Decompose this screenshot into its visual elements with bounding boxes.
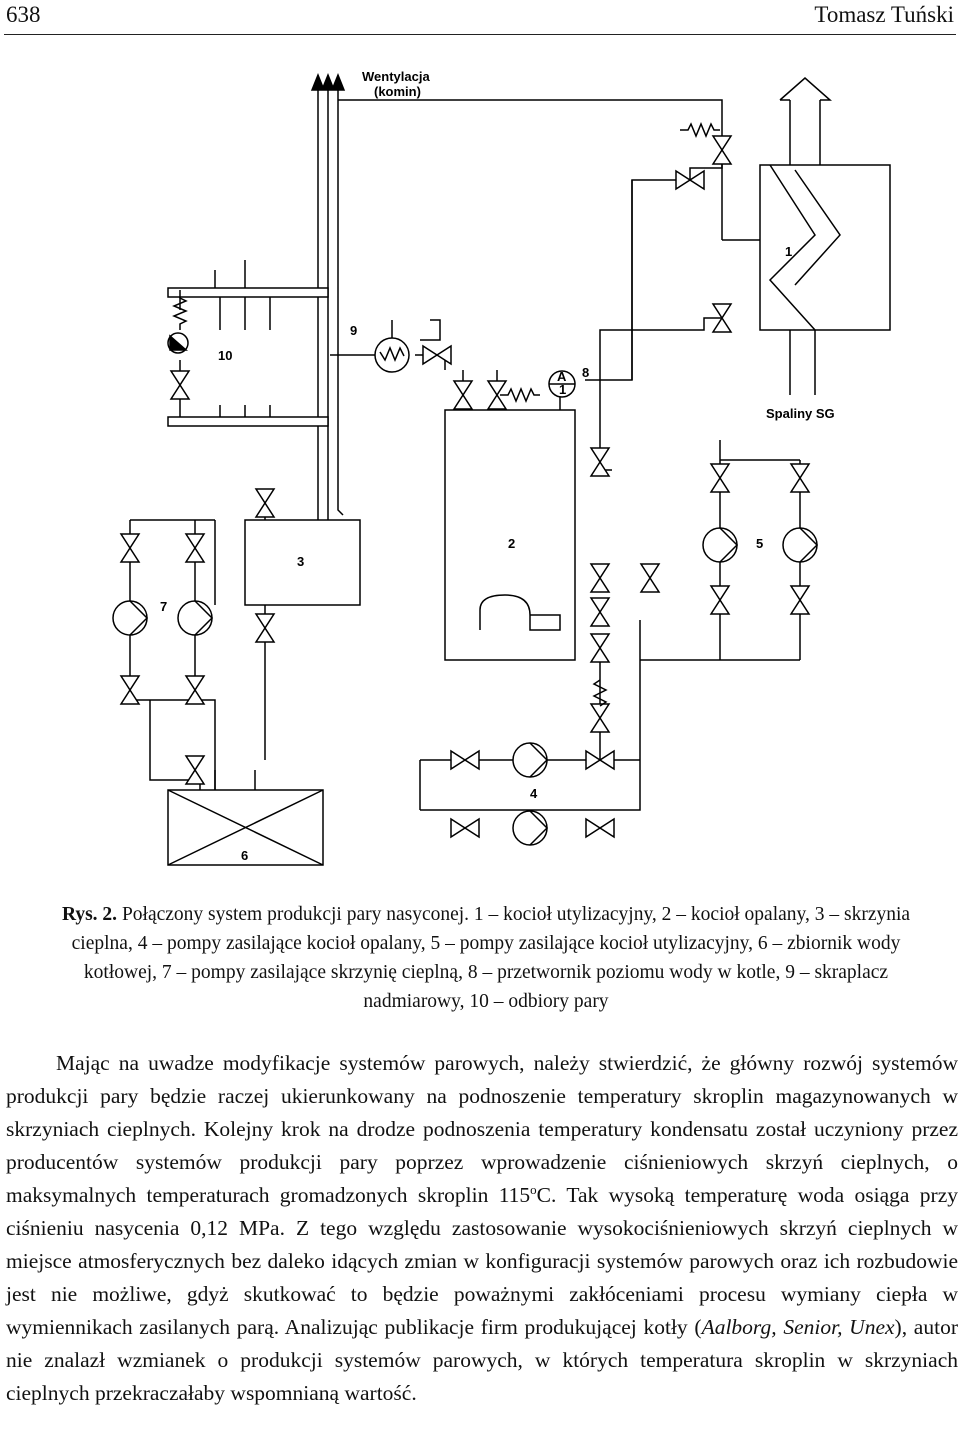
body-part1: Mając na uwadze modyfikacje systemów par… xyxy=(6,1051,958,1207)
figure-caption: Rys. 2. Połączony system produkcji pary … xyxy=(36,900,936,1016)
ventilation-arrows xyxy=(310,72,346,520)
label-5: 5 xyxy=(756,536,763,551)
degree-sup: o xyxy=(530,1181,537,1197)
condenser-9 xyxy=(374,320,410,373)
label-ventilation-2: (komin) xyxy=(374,84,421,99)
body-paragraph: Mając na uwadze modyfikacje systemów par… xyxy=(6,1047,958,1410)
manufacturers-italic: Aalborg, Senior, Unex xyxy=(701,1315,895,1339)
body-part3: ), autor nie znalazł wzmianek o produkcj… xyxy=(6,1315,958,1405)
label-7: 7 xyxy=(160,599,167,614)
label-4: 4 xyxy=(530,786,538,801)
diagram-number-labels: 1 2 3 4 5 6 7 8 9 10 Spaliny SG xyxy=(160,244,835,863)
caption-lead: Rys. 2. xyxy=(61,904,118,925)
sensor-label-bottom: 1 xyxy=(559,382,566,397)
header-rule xyxy=(4,34,956,35)
label-6: 6 xyxy=(241,848,248,863)
label-3: 3 xyxy=(297,554,304,569)
caption-text: Połączony system produkcji pary nasycone… xyxy=(71,904,911,1012)
page-number: 638 xyxy=(6,2,41,27)
page-header: 638 Tomasz Tuński xyxy=(0,0,960,35)
label-ventilation-1: Wentylacja xyxy=(362,69,430,84)
label-8: 8 xyxy=(582,365,589,380)
label-flue-gas: Spaliny SG xyxy=(766,406,835,421)
label-1: 1 xyxy=(785,244,792,259)
paragraph: Mając na uwadze modyfikacje systemów par… xyxy=(6,1047,958,1410)
level-sensor-8: A 1 xyxy=(548,369,576,398)
relief-valves xyxy=(173,123,721,707)
steam-system-diagram: Wentylacja (komin) xyxy=(112,69,891,866)
label-2: 2 xyxy=(508,536,515,551)
pipework xyxy=(129,77,891,866)
sensor-label-top: A xyxy=(557,369,567,384)
running-author: Tomasz Tuński xyxy=(814,2,954,27)
body-part2: C. Tak wysoką temperaturę woda osiąga pr… xyxy=(6,1183,959,1339)
pressure-gauge xyxy=(167,332,189,354)
label-10: 10 xyxy=(218,348,232,363)
label-9: 9 xyxy=(350,323,357,338)
